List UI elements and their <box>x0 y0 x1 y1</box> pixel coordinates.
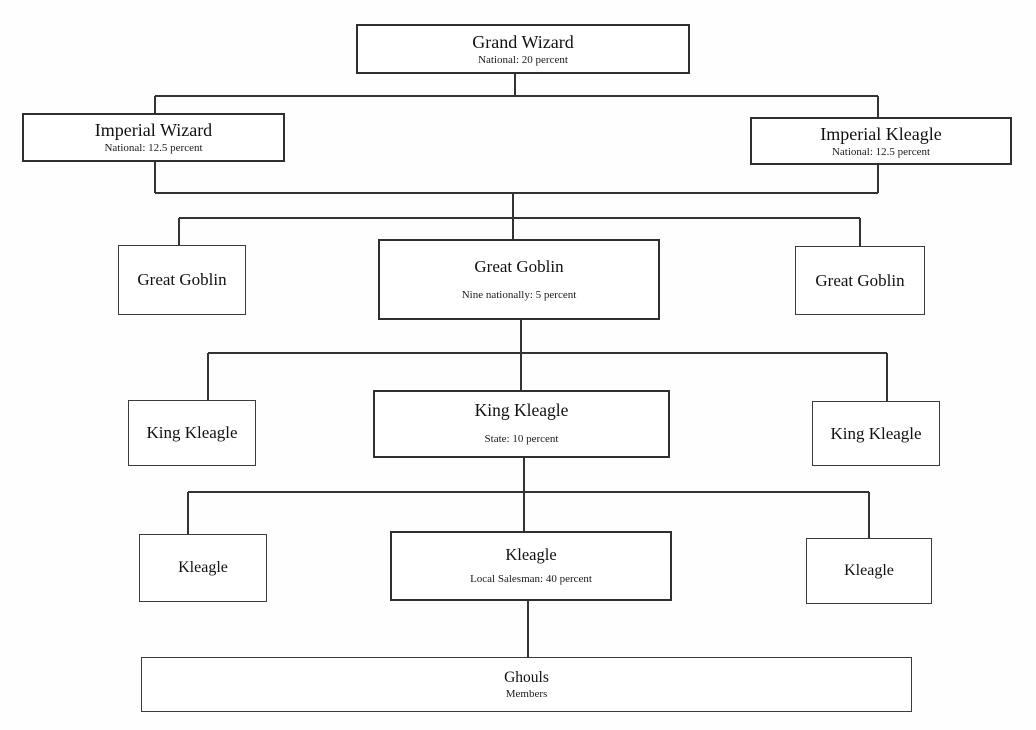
org-node-ghouls: Ghouls Members <box>141 657 912 712</box>
node-title: King Kleagle <box>830 423 922 443</box>
node-title: Grand Wizard <box>472 31 574 52</box>
node-title: Great Goblin <box>815 270 905 290</box>
node-title: Great Goblin <box>137 270 227 290</box>
org-node-grand-wizard: Grand Wizard National: 20 percent <box>356 24 690 74</box>
org-node-king-kleagle-left: King Kleagle <box>128 400 256 466</box>
org-node-imperial-wizard: Imperial Wizard National: 12.5 percent <box>22 113 285 162</box>
node-title: Ghouls <box>504 668 549 686</box>
node-title: King Kleagle <box>474 400 569 420</box>
org-node-great-goblin-left: Great Goblin <box>118 245 246 315</box>
node-subtitle: Local Salesman: 40 percent <box>470 573 592 586</box>
org-node-imperial-kleagle: Imperial Kleagle National: 12.5 percent <box>750 117 1012 165</box>
node-title: Great Goblin <box>474 256 564 276</box>
node-subtitle: National: 12.5 percent <box>104 142 203 155</box>
org-node-great-goblin-center: Great Goblin Nine nationally: 5 percent <box>378 239 660 320</box>
node-title: Imperial Kleagle <box>820 123 942 144</box>
node-title: Kleagle <box>505 545 557 565</box>
node-subtitle: State: 10 percent <box>484 433 559 446</box>
node-title: Kleagle <box>178 558 228 576</box>
node-subtitle: Members <box>505 687 548 700</box>
node-subtitle: National: 20 percent <box>478 53 568 66</box>
org-node-kleagle-right: Kleagle <box>806 538 932 604</box>
org-node-king-kleagle-right: King Kleagle <box>812 401 940 466</box>
node-subtitle: Nine nationally: 5 percent <box>461 289 577 302</box>
org-node-king-kleagle-center: King Kleagle State: 10 percent <box>373 390 670 458</box>
org-node-kleagle-left: Kleagle <box>139 534 267 602</box>
org-node-kleagle-center: Kleagle Local Salesman: 40 percent <box>390 531 672 601</box>
node-title: King Kleagle <box>146 423 238 443</box>
node-title: Kleagle <box>844 561 894 579</box>
node-subtitle: National: 12.5 percent <box>831 145 931 158</box>
org-node-great-goblin-right: Great Goblin <box>795 246 925 315</box>
node-title: Imperial Wizard <box>94 120 213 141</box>
